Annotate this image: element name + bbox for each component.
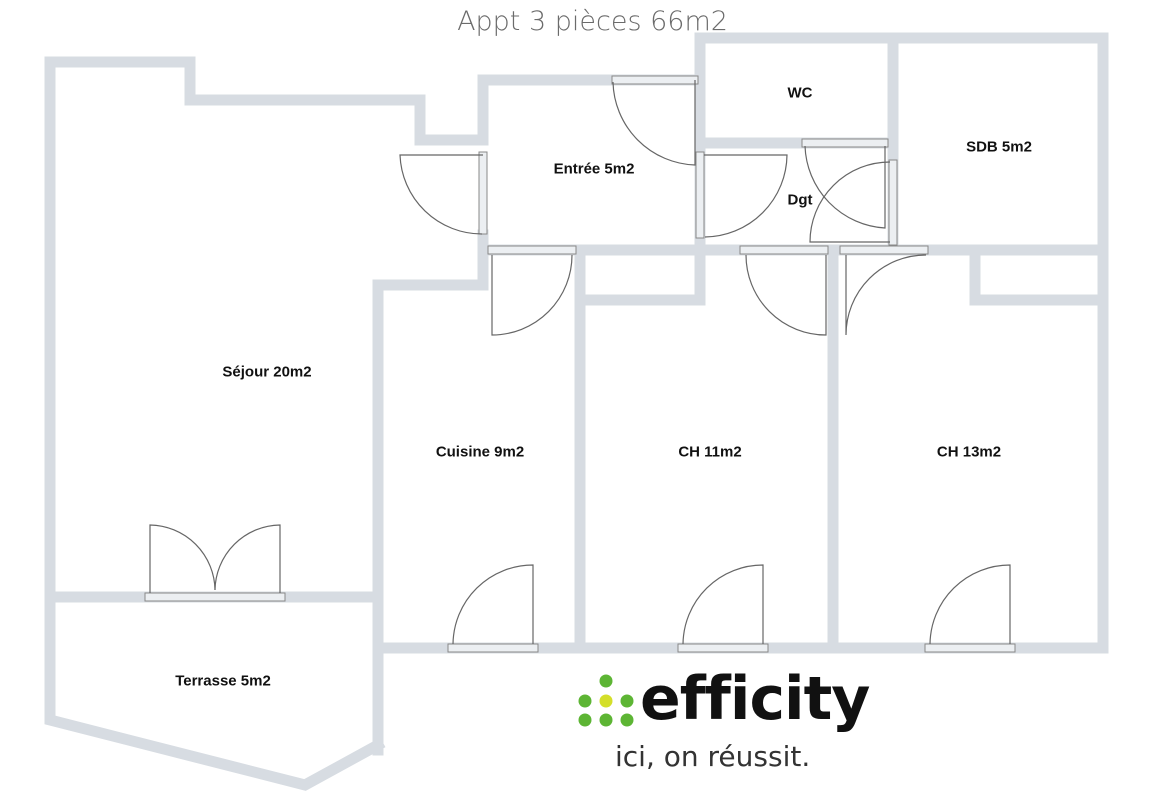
room-label-entree: Entrée 5m2 (553, 160, 635, 178)
room-label-terrasse: Terrasse 5m2 (175, 672, 271, 690)
brand-tagline: ici, on réussit. (615, 740, 811, 773)
room-label-wc: WC (787, 84, 813, 102)
room-label-sdb: SDB 5m2 (966, 138, 1032, 156)
room-label-ch-13: CH 13m2 (936, 443, 1002, 461)
brand-name: efficity (640, 664, 870, 734)
plan-title: Appt 3 pièces 66m2 (457, 6, 728, 37)
room-label-dgt: Dgt (787, 191, 813, 209)
doors (144, 75, 1016, 653)
efficity-logo-icon (578, 674, 634, 727)
walls (44, 32, 1109, 791)
room-label-sejour: Séjour 20m2 (222, 363, 312, 381)
room-label-ch-11: CH 11m2 (678, 443, 742, 461)
room-label-cuisine: Cuisine 9m2 (435, 443, 525, 461)
